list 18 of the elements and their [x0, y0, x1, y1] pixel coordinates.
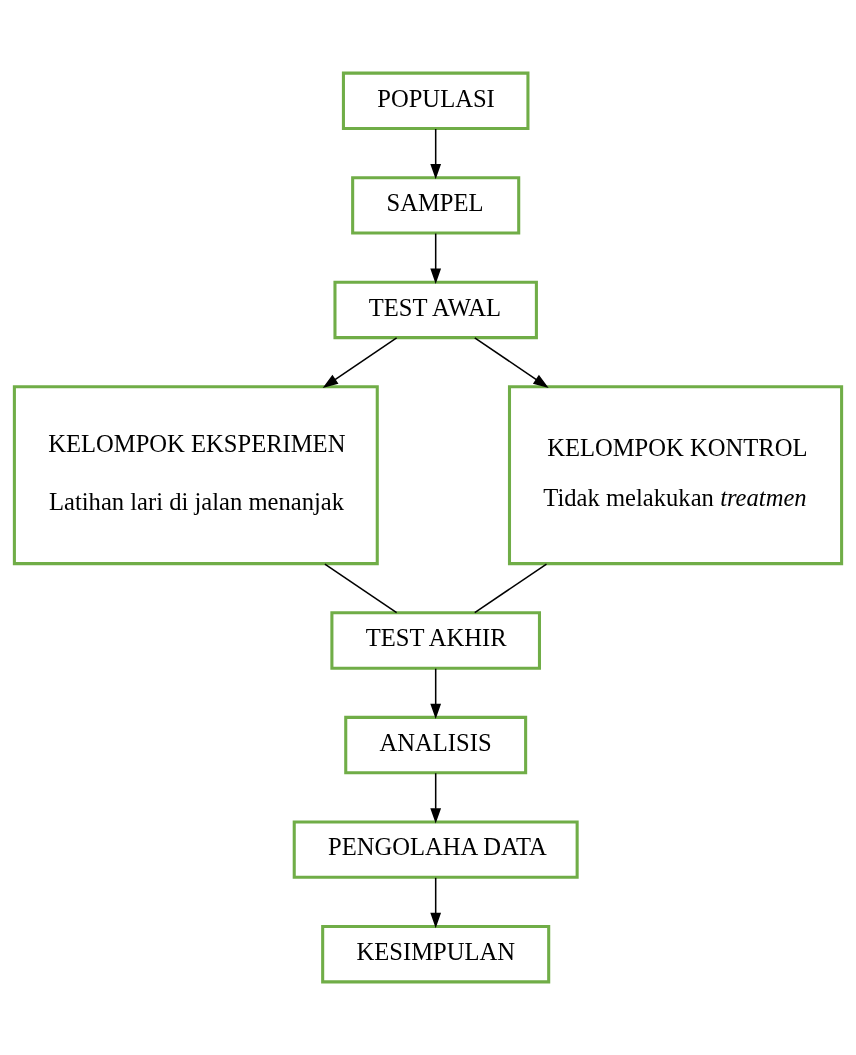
- arrow: [430, 128, 442, 180]
- node-box: ANALISIS: [344, 715, 528, 775]
- node-box: KELOMPOK KONTROL Tidak melakukan treatmen: [507, 385, 844, 566]
- connector: [324, 563, 398, 614]
- node-box: PENGOLAHA DATA: [292, 820, 579, 879]
- arrow: [430, 877, 442, 929]
- node-box: TEST AKHIR: [330, 611, 541, 670]
- arrow: [474, 337, 549, 388]
- node-box: POPULASI: [341, 71, 530, 131]
- node-box: SAMPEL: [351, 176, 521, 235]
- node-box: KESIMPULAN: [321, 924, 551, 984]
- arrow: [430, 232, 442, 284]
- node-box: TEST AWAL: [333, 280, 538, 340]
- connector: [474, 563, 548, 614]
- arrow: [430, 772, 442, 824]
- node-box: KELOMPOK EKSPERIMEN Latihan lari di jalan menanjak: [12, 385, 379, 566]
- arrow: [430, 667, 442, 720]
- arrow: [322, 337, 398, 388]
